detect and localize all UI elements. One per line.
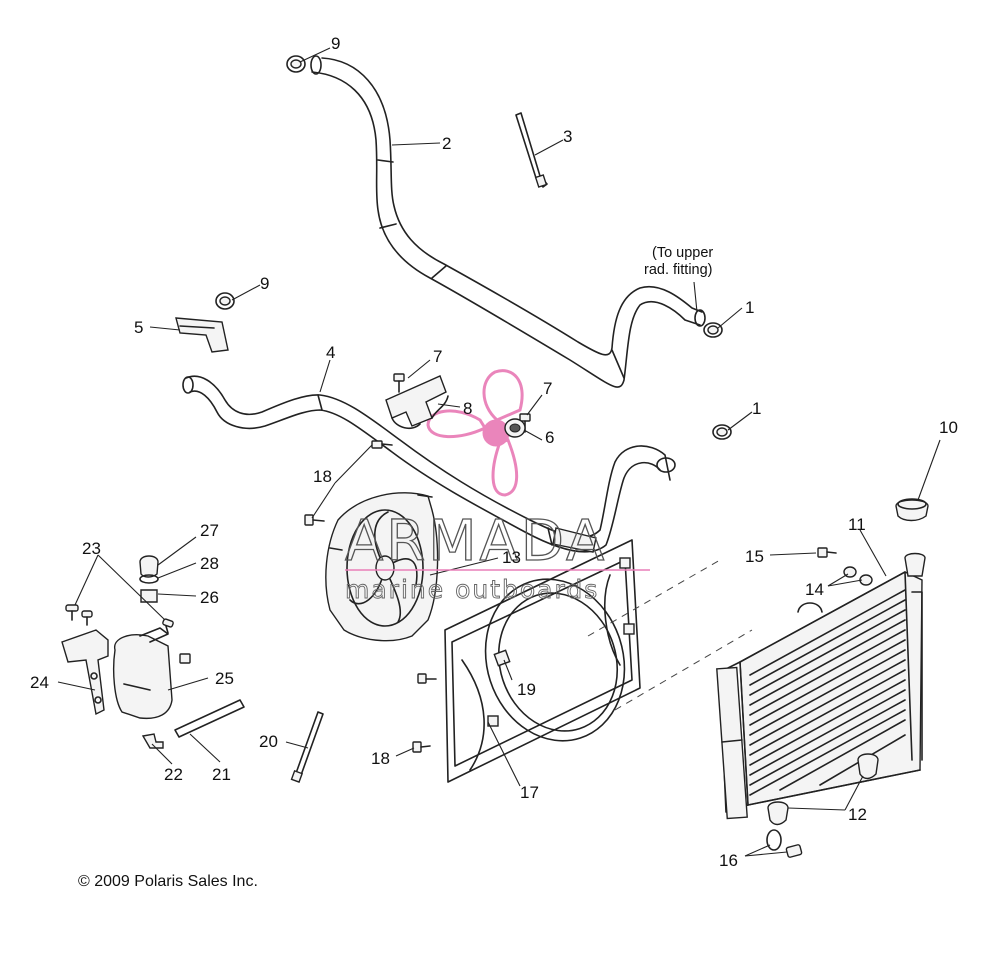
callout-16: 16 [719, 851, 738, 870]
radiator-screw [817, 547, 837, 558]
radiator-cap [895, 498, 929, 522]
callout-1: 1 [745, 298, 754, 317]
callout-17: 17 [520, 783, 539, 802]
radiator [716, 552, 926, 820]
fan-screw [304, 440, 437, 753]
callout-21: 21 [212, 765, 231, 784]
overflow-tube [174, 699, 245, 738]
hose-elbow [141, 733, 164, 749]
hose-fitting [504, 418, 526, 438]
radiator-grommet [767, 753, 879, 826]
cable-strap [515, 112, 548, 188]
callout-13: 13 [502, 548, 521, 567]
bracket-bolts [65, 604, 174, 634]
armada-logo [426, 369, 524, 497]
coolant-reservoir [113, 627, 191, 720]
callout-25: 25 [215, 669, 234, 688]
callout-7: 7 [433, 347, 442, 366]
watermark-brand: ARMADA [345, 509, 607, 574]
hose-clamp-right [703, 322, 732, 440]
cable-tie [290, 711, 324, 783]
callout-1: 1 [752, 399, 761, 418]
callout-24: 24 [30, 673, 49, 692]
callout-10: 10 [939, 418, 958, 437]
copyright-notice: © 2009 Polaris Sales Inc. [78, 873, 258, 890]
hose-bracket [385, 375, 449, 430]
callout-18: 18 [313, 467, 332, 486]
callout-numbers: 9 2 3 9 5 1 4 7 7 8 6 1 10 18 11 13 15 1… [30, 34, 958, 870]
reservoir-bracket [61, 629, 109, 716]
note-line-2: rad. fitting) [644, 262, 713, 278]
cooling-fan [325, 492, 439, 642]
hose-guard [175, 317, 229, 353]
callout-18: 18 [371, 749, 390, 768]
callout-26: 26 [200, 588, 219, 607]
lower-coolant-hose [182, 375, 676, 553]
leader-lines [57, 47, 941, 857]
temperature-sensor [766, 829, 803, 858]
armada-watermark: ARMADA marine outboards [344, 508, 650, 604]
callout-9: 9 [260, 274, 269, 293]
callout-4: 4 [326, 343, 335, 362]
callout-5: 5 [134, 318, 143, 337]
callout-14: 14 [805, 580, 824, 599]
callout-3: 3 [563, 127, 572, 146]
radiator-fan-shadow [587, 559, 753, 711]
callout-6: 6 [545, 428, 554, 447]
callout-12: 12 [848, 805, 867, 824]
note-line-1: (To upper [652, 245, 713, 261]
upper-coolant-hose [310, 55, 706, 388]
callout-9: 9 [331, 34, 340, 53]
callout-11: 11 [848, 515, 866, 534]
callout-15: 15 [745, 547, 764, 566]
callout-23: 23 [82, 539, 101, 558]
callout-8: 8 [463, 399, 472, 418]
callout-22: 22 [164, 765, 183, 784]
callout-20: 20 [259, 732, 278, 751]
callout-19: 19 [517, 680, 536, 699]
watermark-tagline: marine outboards [345, 575, 599, 604]
callout-2: 2 [442, 134, 451, 153]
reservoir-cap [139, 555, 159, 603]
callout-7: 7 [543, 379, 552, 398]
callout-28: 28 [200, 554, 219, 573]
hose-clamp [215, 55, 306, 310]
callout-27: 27 [200, 521, 219, 540]
